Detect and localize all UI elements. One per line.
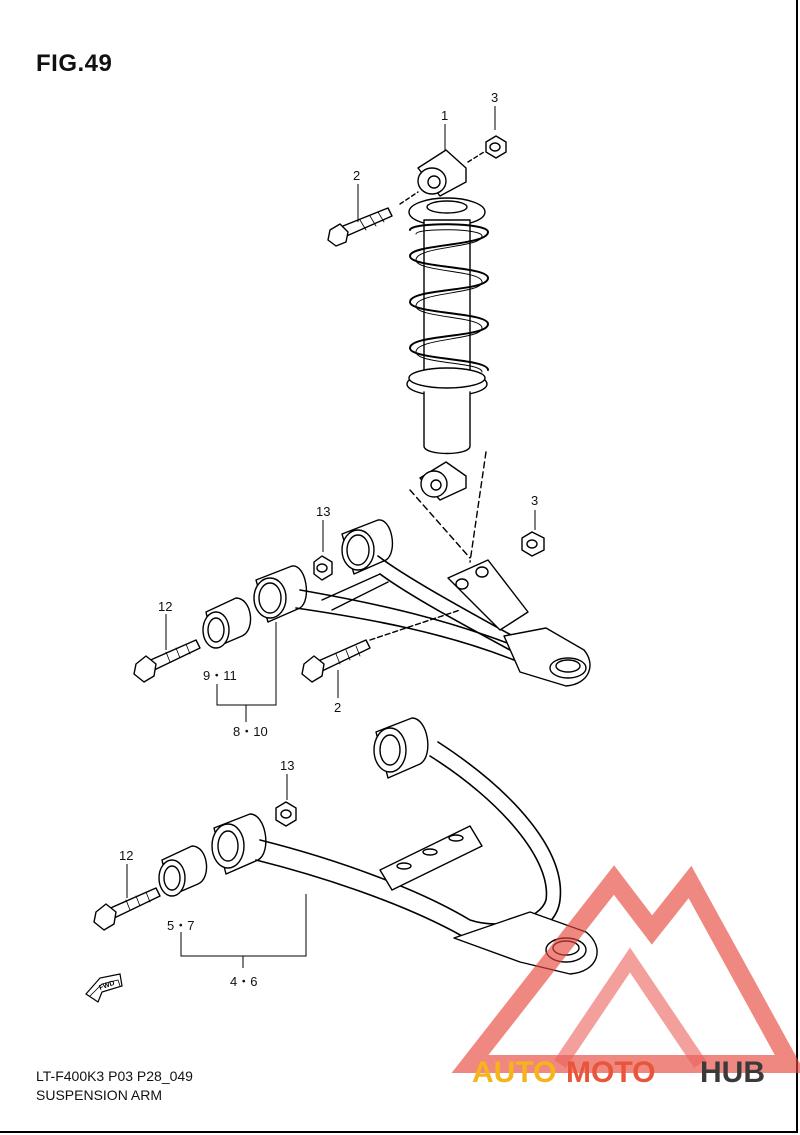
callout-12-upper: 12 xyxy=(158,599,172,614)
nut-mid xyxy=(521,531,545,557)
callout-1: 1 xyxy=(441,108,448,123)
lower-suspension-arm xyxy=(211,717,598,975)
nut-top xyxy=(467,135,507,163)
callout-2-mid: 2 xyxy=(334,700,341,715)
watermark-auto: AUTO xyxy=(472,1056,556,1089)
diagram-code: LT-F400K3 P03 P28_049 xyxy=(36,1068,193,1084)
leader-lines xyxy=(126,106,536,968)
callout-13-lower: 13 xyxy=(280,758,294,773)
callout-9-11: 9・11 xyxy=(203,668,237,683)
upper-suspension-arm xyxy=(253,519,591,687)
bolt-2-lower xyxy=(301,609,461,683)
watermark-hub: HUB xyxy=(700,1056,765,1089)
callout-3-mid: 3 xyxy=(531,493,538,508)
watermark-text: AUTO MOTO HUB xyxy=(472,1056,765,1089)
bushing-lower xyxy=(158,845,208,897)
callout-8-10: 8・10 xyxy=(233,724,268,739)
bolt-top xyxy=(327,191,419,247)
bolt-12-upper xyxy=(133,639,201,683)
bolt-12-lower xyxy=(93,887,161,931)
callout-2-top: 2 xyxy=(353,168,360,183)
callout-4-6: 4・6 xyxy=(230,974,257,989)
shock-absorber xyxy=(406,149,489,563)
bushing-upper xyxy=(202,597,252,649)
callout-labels: 1 3 2 3 13 12 9・11 2 8・10 13 12 5・7 4・6 xyxy=(119,90,538,989)
nut-13-upper xyxy=(313,555,333,581)
callout-12-lower: 12 xyxy=(119,848,133,863)
watermark-logo xyxy=(451,865,800,1073)
nut-13-lower xyxy=(275,801,297,827)
diagram-caption: SUSPENSION ARM xyxy=(36,1087,163,1103)
fwd-arrow-icon: FWD xyxy=(85,973,123,1003)
callout-5-7: 5・7 xyxy=(167,918,194,933)
figure-title: FIG.49 xyxy=(36,50,113,77)
callout-3-top: 3 xyxy=(491,90,498,105)
callout-13-upper: 13 xyxy=(316,504,330,519)
watermark-moto: MOTO xyxy=(566,1056,655,1089)
